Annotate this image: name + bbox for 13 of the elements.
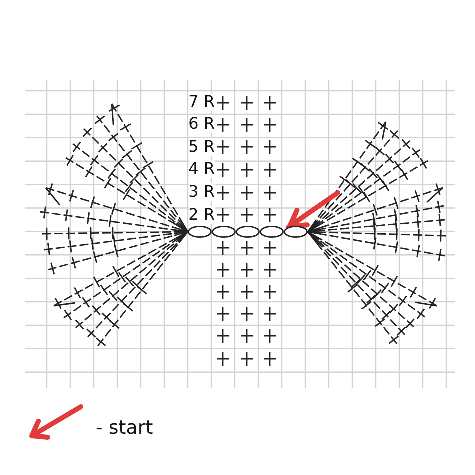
row-label: 4 R: [188, 160, 215, 178]
row-label: 2 R: [188, 206, 215, 224]
chain-stitch: [284, 226, 308, 238]
chain-stitch: [188, 226, 212, 238]
row-label: 7 R: [188, 93, 215, 111]
chain-stitch: [212, 226, 236, 238]
row-label: 6 R: [188, 115, 215, 133]
arrow: [286, 190, 340, 230]
chain-stitch: [236, 226, 260, 238]
row-label: 5 R: [188, 138, 215, 156]
row-label: 3 R: [188, 183, 215, 201]
legend-label: - start: [96, 417, 154, 439]
chain-stitch: [260, 226, 284, 238]
